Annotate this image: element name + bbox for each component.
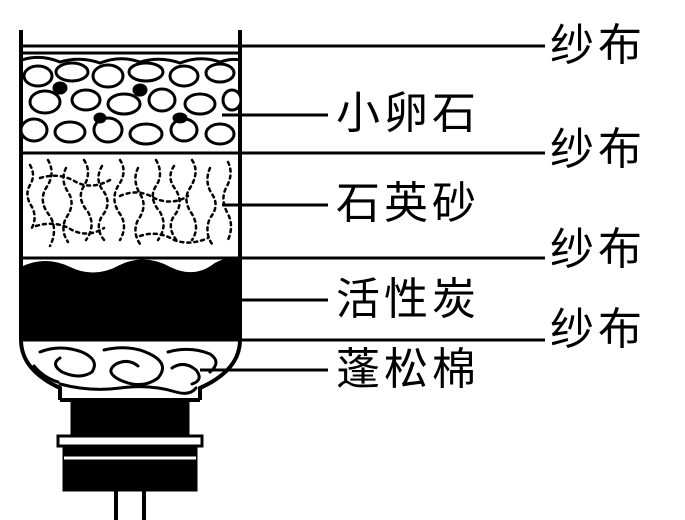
quartz-sand-layer: [26, 158, 233, 248]
quartz-sand-label: 石英砂: [336, 178, 480, 229]
activated-carbon-label: 活性炭: [336, 274, 480, 325]
outlet-pipes: [114, 490, 146, 520]
cotton-layer: [32, 346, 218, 395]
gauze-label-1: 纱布: [550, 20, 646, 71]
pebble-layer: [22, 55, 240, 146]
pebbles-label: 小卵石: [336, 88, 480, 139]
cotton-label: 蓬松棉: [336, 344, 480, 395]
gauze-label-3: 纱布: [550, 224, 646, 275]
gauze-label-4: 纱布: [550, 304, 646, 355]
gauze-lines: [21, 44, 545, 342]
bottle-cap: [56, 400, 204, 492]
gauze-label-2: 纱布: [550, 124, 646, 175]
activated-carbon-layer: [20, 258, 241, 341]
leader-lines: [200, 113, 328, 372]
